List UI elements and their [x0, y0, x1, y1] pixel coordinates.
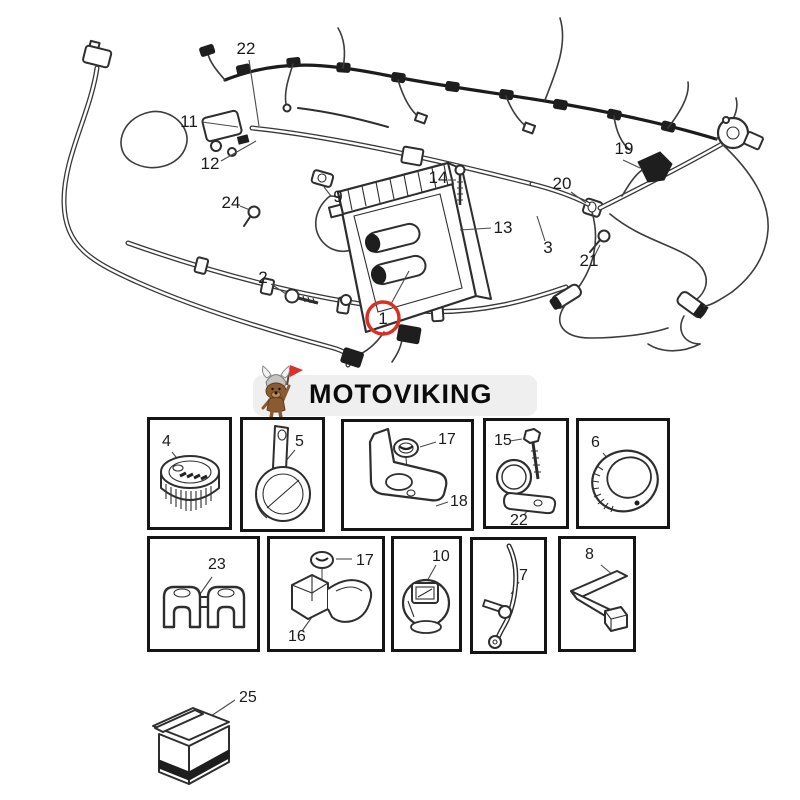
- flag: [290, 365, 303, 377]
- part-4-ribbed-cap: [160, 451, 220, 511]
- bolt-21: [589, 229, 611, 253]
- viking-dog-icon: [261, 365, 303, 420]
- bracket-and-loop: [120, 109, 250, 169]
- bolt-2: [284, 288, 319, 305]
- callout-leaders: [201, 59, 641, 305]
- part-number: 16: [288, 628, 306, 645]
- harness-diagram: 22 11 12 24 9 2 1 14 13 3 20 21 19: [61, 17, 769, 368]
- part-number: 15: [494, 432, 512, 449]
- right-sensor-wires: [529, 116, 769, 352]
- part-box-7: 7: [470, 537, 547, 654]
- part-number: 25: [239, 689, 257, 706]
- callout-3: 3: [543, 238, 552, 257]
- part-box-10: 10: [391, 536, 462, 652]
- callout-9: 9: [333, 187, 342, 206]
- brand-name: MOTOVIKING: [309, 379, 493, 409]
- part-16-17-clip-grommet: [291, 551, 373, 632]
- part-number: 18: [450, 493, 468, 510]
- part-6-ribbed-ring: [591, 449, 659, 513]
- part-25-carton: [152, 699, 236, 785]
- part-15-22-clamp-bolt: [495, 428, 557, 516]
- part-box-15-22: 15 22: [483, 418, 569, 529]
- brand-logo: MOTOVIKING: [253, 365, 537, 420]
- callout-11: 11: [180, 112, 198, 131]
- callout-20: 20: [553, 174, 572, 193]
- part-box-8: 8: [558, 536, 636, 652]
- callout-1: 1: [378, 309, 387, 328]
- part-number: 17: [356, 552, 374, 569]
- part-number: 17: [438, 431, 456, 448]
- battery-cable: [61, 39, 353, 368]
- part-box-25: 25: [143, 688, 283, 792]
- part-10-connector: [401, 564, 451, 634]
- part-box-5: 5: [240, 417, 325, 532]
- part-box-4: 4: [147, 417, 232, 530]
- camshaft-sensor-19: [637, 151, 673, 183]
- part-8-strap: [570, 564, 628, 632]
- injector-harness: [199, 17, 738, 151]
- part-number: 5: [295, 433, 304, 450]
- callout-2: 2: [258, 268, 267, 287]
- part-7-curved-rod: [482, 543, 520, 649]
- part-box-6: 6: [576, 418, 670, 529]
- callout-19: 19: [615, 139, 634, 158]
- callout-24: 24: [222, 193, 241, 212]
- ecm-module: [327, 161, 492, 345]
- part-23-double-clip: [162, 576, 246, 629]
- part-number: 6: [591, 434, 600, 451]
- callout-22: 22: [237, 39, 256, 58]
- part-number: 10: [432, 548, 450, 565]
- highlight-circle-1: [365, 300, 401, 336]
- part-box-17-18: 17 18: [341, 419, 474, 531]
- part-number: 23: [208, 556, 226, 573]
- part-5-loop-clamp: [255, 425, 311, 522]
- callout-21: 21: [580, 251, 599, 270]
- part-number: 22: [510, 512, 528, 529]
- callout-14: 14: [429, 168, 448, 187]
- callout-13: 13: [494, 218, 513, 237]
- part-number: 8: [585, 546, 594, 563]
- part-number: 7: [519, 567, 528, 584]
- bolt-24: [243, 205, 261, 227]
- bolt-14: [454, 164, 466, 205]
- part-number: 4: [162, 433, 171, 450]
- callout-12: 12: [201, 154, 220, 173]
- part-box-23: 23: [147, 536, 260, 652]
- part-box-17-16: 17 16: [267, 536, 385, 652]
- part-17-18-bracket: [368, 427, 449, 507]
